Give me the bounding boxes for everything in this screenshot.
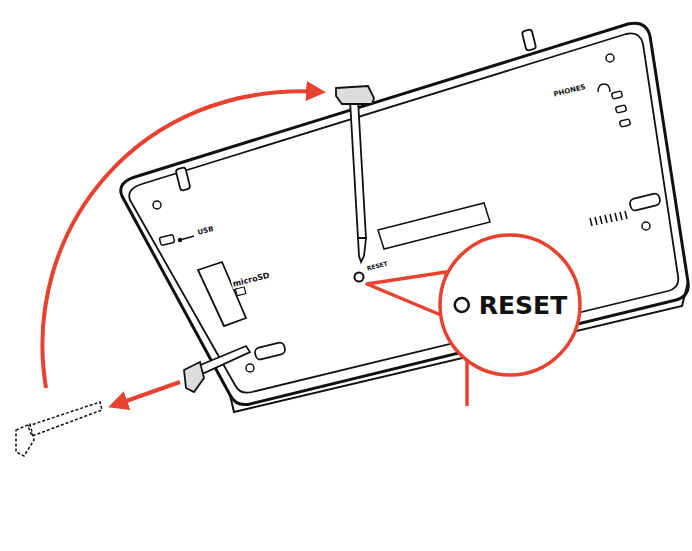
microsd-slot	[198, 262, 246, 326]
usb-port	[159, 234, 194, 245]
reset-hole	[355, 273, 364, 282]
stylus-ghost	[16, 402, 102, 456]
motion-arrow	[42, 91, 322, 388]
rubber-feet	[175, 29, 661, 360]
side-buttons	[611, 91, 630, 127]
device-body	[121, 23, 689, 404]
callout-tail	[367, 272, 448, 318]
device-inner-edge	[129, 33, 678, 392]
stylus	[336, 86, 374, 262]
callout-circle: RESET	[437, 232, 583, 378]
reset-icon	[455, 298, 469, 312]
label-plate	[378, 203, 490, 249]
pull-arrow	[112, 382, 180, 406]
speaker-grille	[590, 211, 627, 226]
headphone-icon	[598, 84, 610, 92]
callout-text: RESET	[479, 293, 567, 318]
sd-icon	[235, 287, 245, 296]
stylus-pulled	[184, 346, 250, 392]
